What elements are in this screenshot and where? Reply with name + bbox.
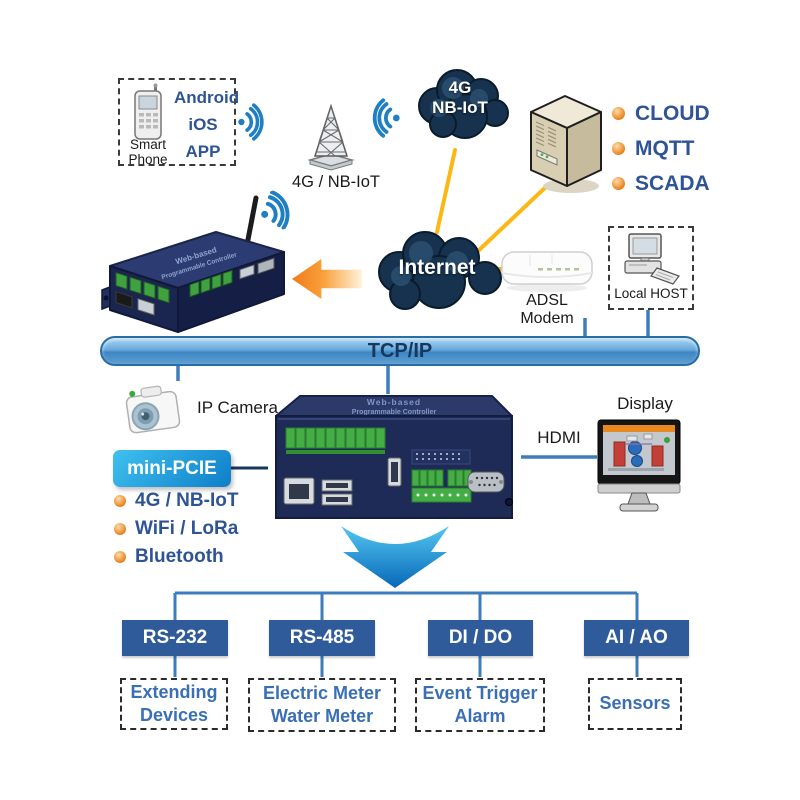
- app-platforms-label: Android iOS APP: [174, 84, 239, 166]
- wifi-icon-cloud: [372, 98, 400, 138]
- display-label: Display: [617, 394, 673, 413]
- cloud-4g-icon: [418, 69, 509, 139]
- hdmi-label: HDMI: [537, 428, 581, 447]
- bullet-icon: [114, 523, 126, 535]
- protocol-list: CLOUD MQTT SCADA: [612, 96, 710, 201]
- mini-pcie-box: mini-PCIE: [113, 450, 231, 487]
- smart-phone-icon: [134, 83, 162, 140]
- bullet-icon: [612, 142, 625, 155]
- bullet-icon: [114, 551, 126, 563]
- protocol-item: SCADA: [612, 166, 710, 201]
- port-label: DI / DO: [448, 627, 513, 648]
- controller-top-label-line1: Web-based: [367, 397, 421, 407]
- main-controller-device: Web-based Programmable Controller: [275, 395, 513, 519]
- port-label: AI / AO: [605, 627, 668, 648]
- device-box-alarm: Event Trigger Alarm: [415, 678, 545, 732]
- internet-cloud-icon: [378, 231, 502, 310]
- port-box-rs232: RS-232: [122, 620, 228, 656]
- tcpip-bus-bar: TCP/IP: [100, 336, 700, 366]
- wireless-feature-list: 4G / NB-IoT WiFi / LoRa Bluetooth: [114, 487, 238, 571]
- smart-phone-caption: Smart Phone: [120, 137, 176, 167]
- protocol-label: CLOUD: [635, 101, 710, 125]
- wifi-icon-phone: [238, 103, 264, 141]
- port-box-dido: DI / DO: [428, 620, 533, 656]
- mini-pcie-label: mini-PCIE: [127, 457, 217, 479]
- local-host-group: Local HOST: [608, 226, 694, 310]
- port-label: RS-232: [142, 627, 208, 648]
- feature-item: 4G / NB-IoT: [114, 487, 238, 515]
- protocol-item: CLOUD: [612, 96, 710, 131]
- adsl-label-line1: ADSL: [526, 292, 568, 309]
- cloud-4g-line1: 4G: [448, 78, 472, 97]
- device-label-line2: Devices: [139, 705, 209, 725]
- app-line-app: APP: [185, 142, 221, 162]
- down-arrow-icon: [341, 526, 449, 588]
- feature-item: WiFi / LoRa: [114, 515, 238, 543]
- smart-phone-caption-line1: Smart: [129, 137, 166, 152]
- app-line-android: Android: [174, 88, 240, 107]
- app-line-ios: iOS: [188, 115, 218, 135]
- adsl-modem-label: ADSL Modem: [503, 292, 591, 329]
- device-label-line2: Alarm: [454, 706, 506, 726]
- device-box-extending: Extending Devices: [120, 678, 228, 730]
- local-host-label: Local HOST: [614, 286, 688, 301]
- adsl-modem-icon: [501, 251, 593, 292]
- device-label-line1: Sensors: [599, 693, 671, 714]
- tcpip-label: TCP/IP: [367, 339, 433, 362]
- feature-label: WiFi / LoRa: [135, 518, 239, 539]
- protocol-label: MQTT: [635, 136, 695, 160]
- bullet-icon: [612, 107, 625, 120]
- server-icon: [530, 95, 602, 193]
- feature-item: Bluetooth: [114, 543, 238, 571]
- bullet-icon: [114, 495, 126, 507]
- feature-label: 4G / NB-IoT: [135, 490, 239, 511]
- port-box-rs485: RS-485: [269, 620, 375, 656]
- smart-phone-group: Smart Phone Android iOS APP: [118, 78, 239, 167]
- device-box-meters: Electric Meter Water Meter: [248, 678, 396, 732]
- controller-top-label-line2: Programmable Controller: [352, 409, 437, 416]
- bullet-icon: [612, 177, 625, 190]
- left-arrow-icon: [292, 259, 362, 299]
- device-label-line1: Electric Meter: [262, 682, 382, 703]
- cell-tower-icon: [307, 104, 355, 171]
- local-host-icon: [624, 233, 680, 285]
- device-label-line1: Extending: [130, 681, 218, 702]
- device-box-sensors: Sensors: [588, 678, 682, 730]
- internet-cloud-label: Internet: [398, 256, 476, 279]
- tower-label: 4G / NB-IoT: [291, 173, 381, 191]
- device-label-line2: Water Meter: [270, 706, 374, 726]
- protocol-item: MQTT: [612, 131, 710, 166]
- ip-camera-label: IP Camera: [197, 398, 278, 417]
- cloud-4g-line2: NB-IoT: [432, 98, 488, 118]
- interface-tree-lines: [173, 591, 639, 677]
- wifi-icon-gateway: [261, 190, 290, 230]
- cloud-4g-label: 4G NB-IoT: [407, 78, 513, 119]
- gateway-device: Web-based Programmable Controller: [101, 195, 285, 333]
- feature-label: Bluetooth: [135, 546, 224, 567]
- port-box-aiao: AI / AO: [584, 620, 689, 656]
- device-label-line1: Event Trigger: [422, 682, 538, 703]
- adsl-label-line2: Modem: [520, 310, 574, 328]
- protocol-label: SCADA: [635, 171, 710, 195]
- port-label: RS-485: [289, 627, 355, 648]
- display-monitor-icon: [597, 419, 681, 512]
- ip-camera-icon: [125, 385, 181, 434]
- smart-phone-caption-line2: Phone: [128, 152, 168, 168]
